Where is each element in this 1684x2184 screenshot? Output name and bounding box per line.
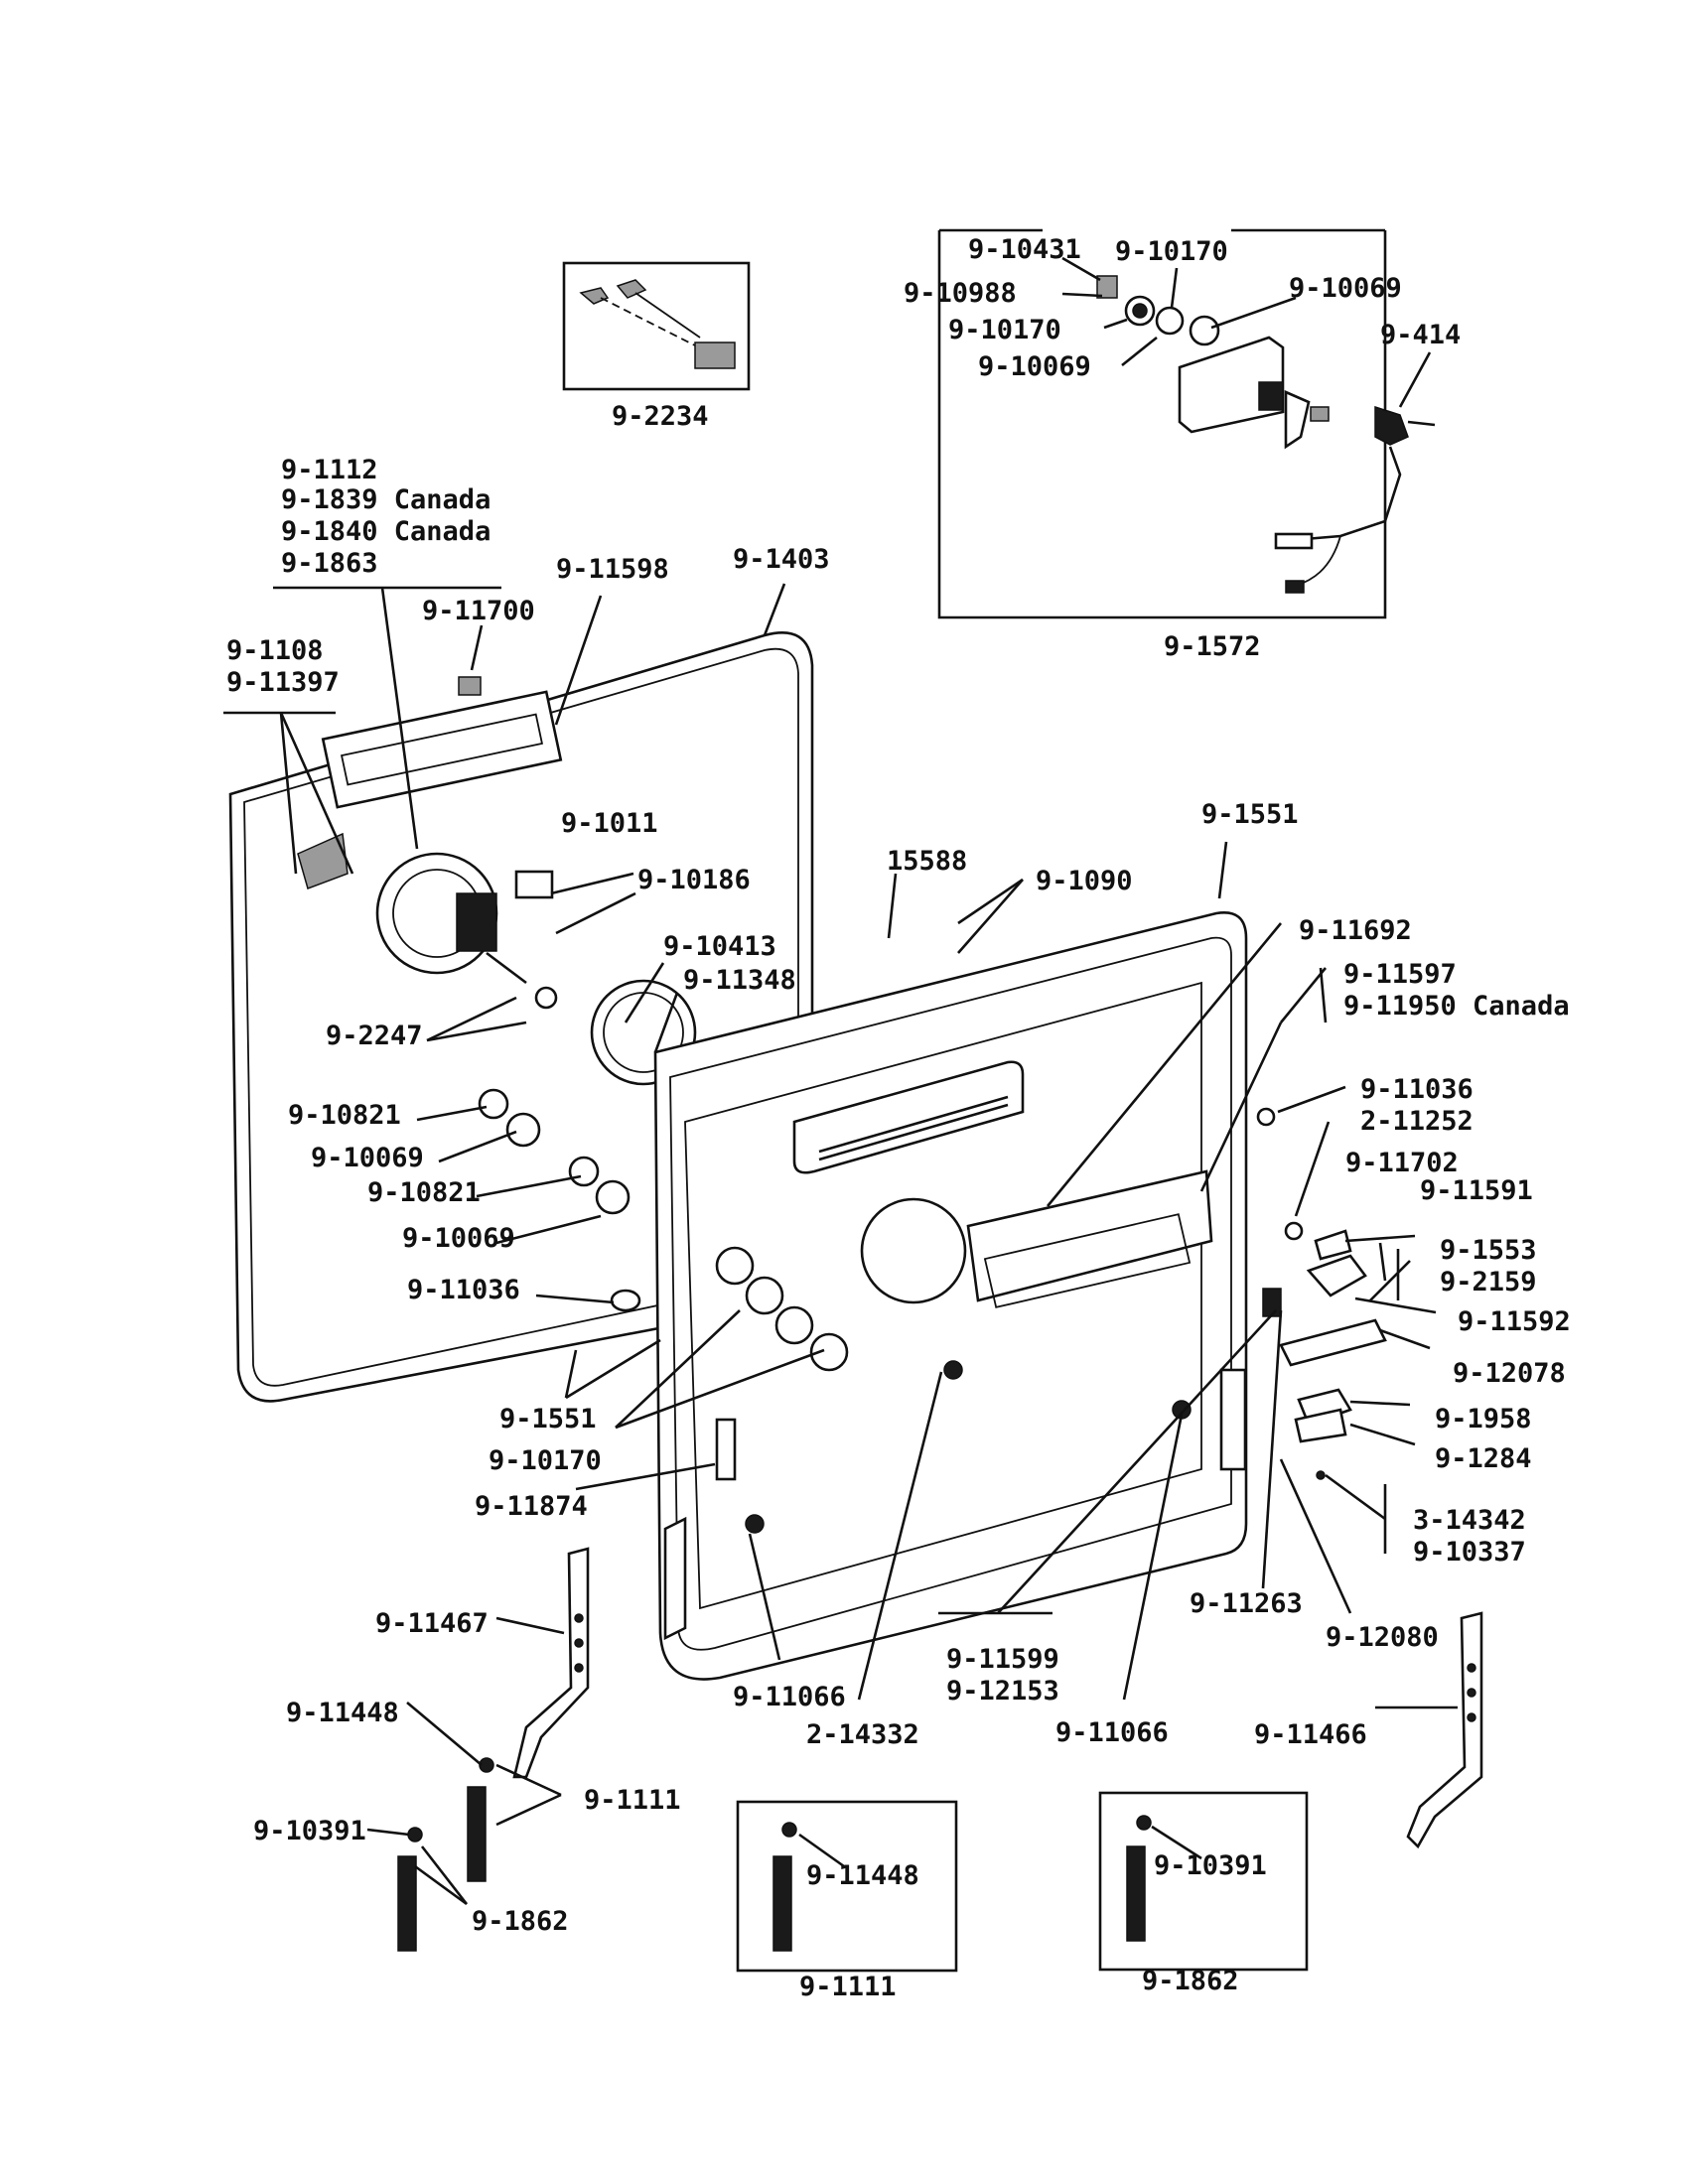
label-9-10337: 9-10337 <box>1413 1537 1526 1568</box>
label-9-11702: 9-11702 <box>1345 1148 1459 1178</box>
label-9-1572: 9-1572 <box>1164 631 1261 662</box>
label-9-1112: 9-1112 <box>281 455 378 485</box>
label-9-1108: 9-1108 <box>226 635 324 666</box>
label-9-11467: 9-11467 <box>375 1608 489 1639</box>
kit-inset <box>937 228 1436 619</box>
label-2-14332: 2-14332 <box>806 1719 919 1750</box>
label-9-1840-canada: 9-1840 Canada <box>281 516 491 547</box>
inset-title-9-1862: 9-1862 <box>1142 1966 1239 1996</box>
label-9-1403: 9-1403 <box>733 544 830 575</box>
label-9-11700: 9-11700 <box>422 596 535 626</box>
label-9-10069-d: 9-10069 <box>402 1223 515 1254</box>
label-9-1551-right: 9-1551 <box>1201 799 1299 830</box>
label-9-1863: 9-1863 <box>281 548 378 579</box>
label-9-11263: 9-11263 <box>1190 1588 1303 1619</box>
label-9-12080: 9-12080 <box>1326 1622 1439 1653</box>
right-hinge <box>1406 1611 1483 1849</box>
label-9-10170-b: 9-10170 <box>948 315 1061 345</box>
label-9-10069-b: 9-10069 <box>978 351 1091 382</box>
label-9-11599: 9-11599 <box>946 1644 1059 1675</box>
label-9-11397: 9-11397 <box>226 667 340 698</box>
label-9-1284: 9-1284 <box>1435 1443 1532 1474</box>
label-9-11036-right: 9-11036 <box>1360 1074 1474 1105</box>
label-9-1862: 9-1862 <box>472 1906 569 1937</box>
label-9-10170-c: 9-10170 <box>489 1445 602 1476</box>
spring-pair-left <box>397 1757 494 1952</box>
inset-1862 <box>1098 1791 1309 1972</box>
inner-door-panel <box>653 910 1248 1681</box>
label-9-11950-canada: 9-11950 Canada <box>1343 991 1570 1022</box>
label-9-2234: 9-2234 <box>612 401 709 432</box>
label-9-10413: 9-10413 <box>663 931 776 962</box>
label-9-1553: 9-1553 <box>1440 1235 1537 1266</box>
label-9-1011: 9-1011 <box>561 808 658 839</box>
label-9-11597: 9-11597 <box>1343 959 1457 990</box>
label-9-11591: 9-11591 <box>1420 1175 1533 1206</box>
label-9-10069-c: 9-10069 <box>311 1143 424 1173</box>
label-9-12078: 9-12078 <box>1453 1358 1566 1389</box>
label-9-10821-b: 9-10821 <box>367 1177 481 1208</box>
label-9-11348: 9-11348 <box>683 965 796 996</box>
label-9-1958: 9-1958 <box>1435 1404 1532 1434</box>
label-9-1090: 9-1090 <box>1036 866 1133 896</box>
label-9-2247: 9-2247 <box>326 1021 423 1051</box>
label-9-11466: 9-11466 <box>1254 1719 1367 1750</box>
label-9-1111: 9-1111 <box>584 1785 681 1816</box>
label-9-414: 9-414 <box>1380 320 1461 350</box>
label-9-10069-a: 9-10069 <box>1289 273 1402 304</box>
inset-label-9-10391: 9-10391 <box>1154 1850 1267 1881</box>
label-9-10821-a: 9-10821 <box>288 1100 401 1131</box>
label-2-11252: 2-11252 <box>1360 1106 1474 1137</box>
label-9-11066-a: 9-11066 <box>733 1682 846 1712</box>
label-9-1839-canada: 9-1839 Canada <box>281 484 491 515</box>
label-9-10170-a: 9-10170 <box>1115 236 1228 267</box>
label-9-10431: 9-10431 <box>968 234 1081 265</box>
latch-parts <box>1256 1107 1387 1480</box>
harness-inset <box>562 261 751 391</box>
label-9-2159: 9-2159 <box>1440 1267 1537 1297</box>
label-9-11692: 9-11692 <box>1299 915 1412 946</box>
label-3-14342: 3-14342 <box>1413 1505 1526 1536</box>
left-hinge <box>512 1547 590 1779</box>
label-9-12153: 9-12153 <box>946 1676 1059 1706</box>
label-9-11448: 9-11448 <box>286 1698 399 1728</box>
label-9-10186: 9-10186 <box>637 865 751 895</box>
leader-lines <box>223 256 1458 1906</box>
label-9-11874: 9-11874 <box>475 1491 588 1522</box>
label-9-11036-left: 9-11036 <box>407 1275 520 1305</box>
label-9-10391: 9-10391 <box>253 1816 366 1846</box>
label-9-11592: 9-11592 <box>1458 1306 1571 1337</box>
inset-label-9-11448: 9-11448 <box>806 1860 919 1891</box>
label-9-11598: 9-11598 <box>556 554 669 585</box>
label-9-10988: 9-10988 <box>904 278 1017 309</box>
label-15588: 15588 <box>887 846 967 877</box>
inset-title-9-1111: 9-1111 <box>799 1972 897 2002</box>
label-9-11066-b: 9-11066 <box>1055 1717 1169 1748</box>
inset-1111 <box>736 1800 958 1973</box>
part-number-labels: 9-2234 9-1572 9-10431 9-10170 9-10988 9-… <box>226 234 1571 2002</box>
label-9-1551-left: 9-1551 <box>499 1404 597 1434</box>
